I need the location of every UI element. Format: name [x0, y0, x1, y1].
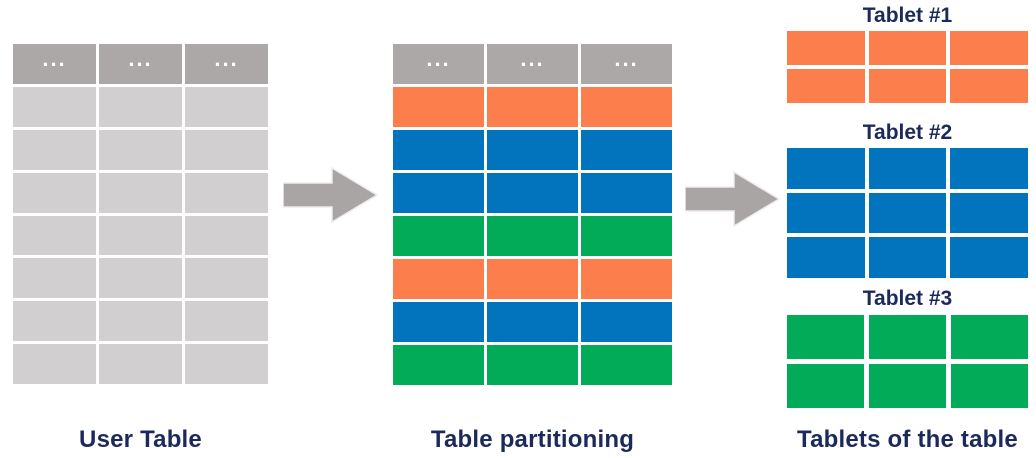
tablet-cell-blue — [868, 192, 947, 234]
table-cell — [185, 172, 268, 213]
table-cell — [13, 301, 96, 342]
table-cell — [13, 344, 96, 384]
tablet-cell-green — [951, 364, 1028, 408]
header-cell: ... — [13, 44, 96, 84]
table-cell — [99, 301, 182, 342]
partition-cell-orange — [393, 259, 484, 299]
table-cell — [185, 301, 268, 342]
tablet-cell-blue — [950, 237, 1028, 278]
table-cell — [13, 172, 96, 213]
partition-cell-blue — [393, 173, 484, 213]
tablet-cell-orange — [950, 69, 1028, 103]
table-cell — [185, 344, 268, 384]
partition-cell-orange — [487, 87, 578, 127]
tablet-3-title: Tablet #3 — [862, 287, 953, 310]
table-cell — [99, 258, 182, 299]
tablet-2-title: Tablet #2 — [862, 121, 953, 144]
partition-cell-blue — [487, 173, 578, 213]
tablet-cell-orange — [950, 31, 1028, 65]
table-cell — [99, 86, 182, 127]
tablet-cell-blue — [950, 148, 1028, 189]
ellipsis-label: ... — [426, 46, 451, 71]
tablet-cell-orange — [787, 31, 865, 65]
partition-cell-orange — [393, 87, 484, 127]
table-cell — [99, 344, 182, 384]
table-cell — [13, 129, 96, 170]
right-arrow-icon — [685, 171, 780, 227]
user-table-caption: User Table — [79, 426, 202, 453]
header-cell: ... — [581, 44, 672, 84]
tablet-cell-blue — [787, 148, 865, 189]
table-cell — [99, 172, 182, 213]
partition-cell-orange — [581, 259, 672, 299]
partition-cell-green — [393, 345, 484, 385]
table-cell — [185, 86, 268, 127]
ellipsis-label: ... — [214, 45, 239, 71]
ellipsis-label: ... — [42, 45, 67, 71]
tablet-cell-orange — [787, 69, 865, 103]
partition-cell-green — [581, 216, 672, 256]
tablet-cell-blue — [787, 192, 865, 234]
partition-cell-blue — [581, 173, 672, 213]
partitioned-table: ......... — [393, 44, 672, 385]
tablet-cell-green — [787, 364, 864, 408]
partition-cell-blue — [393, 302, 484, 342]
tablet-cell-green — [869, 315, 946, 359]
header-cell: ... — [393, 44, 484, 84]
header-cell: ... — [487, 44, 578, 84]
table-cell — [185, 129, 268, 170]
partition-cell-green — [393, 216, 484, 256]
partition-cell-green — [487, 345, 578, 385]
tablet-3-table — [787, 315, 1028, 408]
table-cell — [185, 258, 268, 299]
partition-cell-orange — [487, 259, 578, 299]
tablet-cell-blue — [950, 192, 1028, 234]
ellipsis-label: ... — [614, 46, 639, 71]
partition-cell-green — [487, 216, 578, 256]
header-cell: ... — [99, 44, 182, 84]
tablet-2-table — [787, 148, 1028, 278]
tablets-caption: Tablets of the table — [797, 426, 1018, 453]
table-cell — [185, 215, 268, 256]
ellipsis-label: ... — [128, 45, 153, 71]
tablet-cell-blue — [868, 237, 947, 278]
partition-cell-blue — [487, 130, 578, 170]
table-cell — [99, 215, 182, 256]
tablet-cell-blue — [787, 237, 865, 278]
partition-cell-green — [581, 345, 672, 385]
tablet-1-table — [787, 31, 1028, 103]
tablet-cell-orange — [868, 31, 947, 65]
table-cell — [13, 258, 96, 299]
partition-cell-blue — [581, 130, 672, 170]
partition-cell-blue — [393, 130, 484, 170]
header-cell: ... — [185, 44, 268, 84]
tablet-cell-green — [951, 315, 1028, 359]
right-arrow-icon — [283, 167, 378, 223]
table-cell — [99, 129, 182, 170]
table-cell — [13, 86, 96, 127]
tablet-cell-green — [869, 364, 946, 408]
partition-cell-blue — [487, 302, 578, 342]
tablet-cell-green — [787, 315, 864, 359]
user-table: ......... — [13, 44, 268, 384]
tablet-cell-orange — [868, 69, 947, 103]
tablet-1-title: Tablet #1 — [862, 4, 953, 27]
ellipsis-label: ... — [520, 46, 545, 71]
partition-cell-blue — [581, 302, 672, 342]
table-cell — [13, 215, 96, 256]
tablet-cell-blue — [868, 148, 947, 189]
partitioned-table-caption: Table partitioning — [430, 426, 635, 453]
partition-cell-orange — [581, 87, 672, 127]
